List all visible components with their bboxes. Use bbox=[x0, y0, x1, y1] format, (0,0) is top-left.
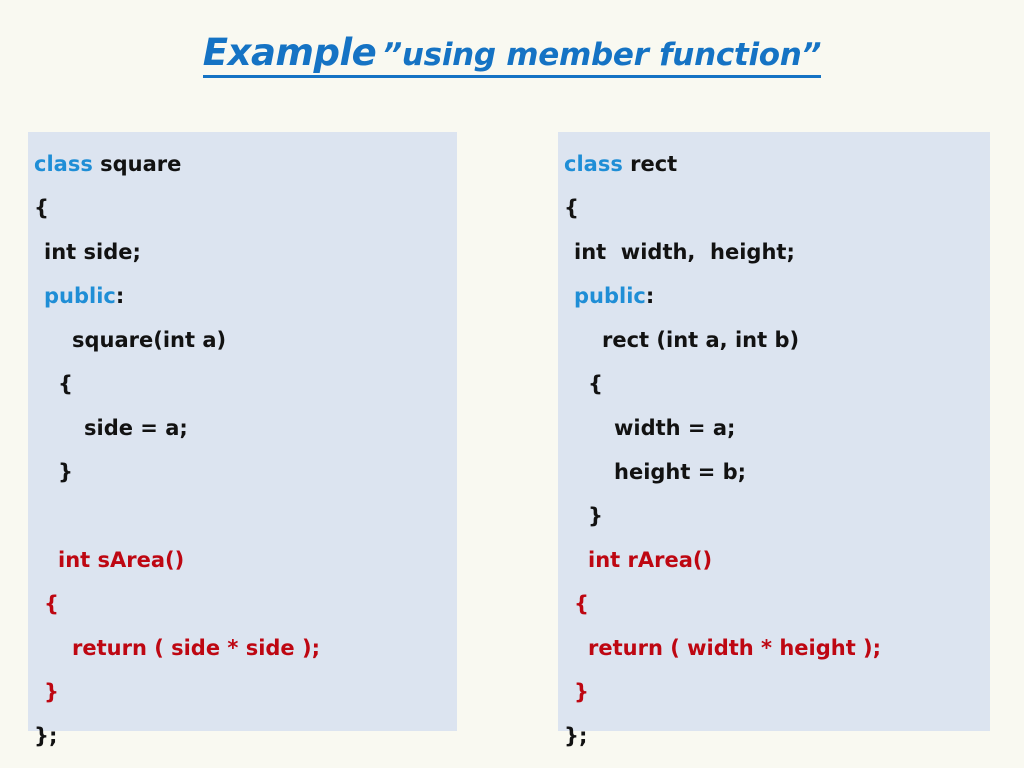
code-text: { bbox=[574, 592, 589, 616]
code-panel-square: class square { int side; public: square(int … bbox=[28, 132, 457, 748]
code-text: }; bbox=[564, 724, 588, 748]
code-keyword: public bbox=[574, 284, 646, 308]
code-text: int width, height; bbox=[574, 240, 795, 264]
code-line: int sArea() bbox=[28, 538, 457, 582]
code-text: } bbox=[588, 504, 603, 528]
code-text: return ( width * height ); bbox=[588, 636, 882, 660]
code-line: { bbox=[28, 362, 457, 406]
code-text: square bbox=[92, 152, 182, 176]
code-line: public: bbox=[28, 274, 457, 318]
code-line: { bbox=[558, 582, 990, 626]
code-text: { bbox=[564, 196, 579, 220]
code-line: { bbox=[28, 582, 457, 626]
code-line: side = a; bbox=[28, 406, 457, 450]
code-text: : bbox=[645, 284, 655, 308]
code-line: public: bbox=[558, 274, 990, 318]
code-text: { bbox=[588, 372, 603, 396]
code-text: { bbox=[34, 196, 49, 220]
code-line: return ( side * side ); bbox=[28, 626, 457, 670]
code-text: side = a; bbox=[84, 416, 188, 440]
code-line: }; bbox=[28, 714, 457, 758]
code-panel-rect: class rect { int width, height; public: rect… bbox=[558, 132, 990, 748]
code-text: } bbox=[44, 680, 59, 704]
code-line: class rect bbox=[558, 142, 990, 186]
code-text: int rArea() bbox=[588, 548, 713, 572]
code-line: class square bbox=[28, 142, 457, 186]
code-line: rect (int a, int b) bbox=[558, 318, 990, 362]
code-line: int rArea() bbox=[558, 538, 990, 582]
code-line: int side; bbox=[28, 230, 457, 274]
code-text: square(int a) bbox=[72, 328, 227, 352]
code-text: : bbox=[115, 284, 125, 308]
page-title-subtitle: ”using member function” bbox=[382, 37, 822, 73]
code-text: int sArea() bbox=[58, 548, 185, 572]
code-text bbox=[34, 504, 41, 528]
code-text: { bbox=[58, 372, 73, 396]
code-line: } bbox=[558, 494, 990, 538]
code-line: { bbox=[558, 186, 990, 230]
code-line: { bbox=[558, 362, 990, 406]
code-keyword: class bbox=[34, 152, 93, 176]
code-line-blank bbox=[28, 494, 457, 538]
code-line: }; bbox=[558, 714, 990, 758]
code-keyword: class bbox=[564, 152, 623, 176]
code-text: { bbox=[44, 592, 59, 616]
code-text: return ( side * side ); bbox=[72, 636, 320, 660]
code-line: } bbox=[28, 670, 457, 714]
page-title-underline-wrap: Example”using member function” bbox=[202, 31, 822, 78]
code-keyword: public bbox=[44, 284, 116, 308]
code-line: square(int a) bbox=[28, 318, 457, 362]
code-line: } bbox=[28, 450, 457, 494]
code-text: int side; bbox=[44, 240, 141, 264]
code-text: }; bbox=[34, 724, 58, 748]
code-line: } bbox=[558, 670, 990, 714]
code-text: } bbox=[58, 460, 73, 484]
code-text: rect bbox=[622, 152, 678, 176]
code-line: { bbox=[28, 186, 457, 230]
code-line: int width, height; bbox=[558, 230, 990, 274]
page-title-main: Example bbox=[202, 31, 377, 74]
code-line: width = a; bbox=[558, 406, 990, 450]
code-text: rect (int a, int b) bbox=[602, 328, 800, 352]
code-line: height = b; bbox=[558, 450, 990, 494]
code-text: } bbox=[574, 680, 589, 704]
code-text: width = a; bbox=[614, 416, 736, 440]
page-title: Example”using member function” bbox=[0, 34, 1024, 78]
code-line: return ( width * height ); bbox=[558, 626, 990, 670]
code-text: height = b; bbox=[614, 460, 747, 484]
